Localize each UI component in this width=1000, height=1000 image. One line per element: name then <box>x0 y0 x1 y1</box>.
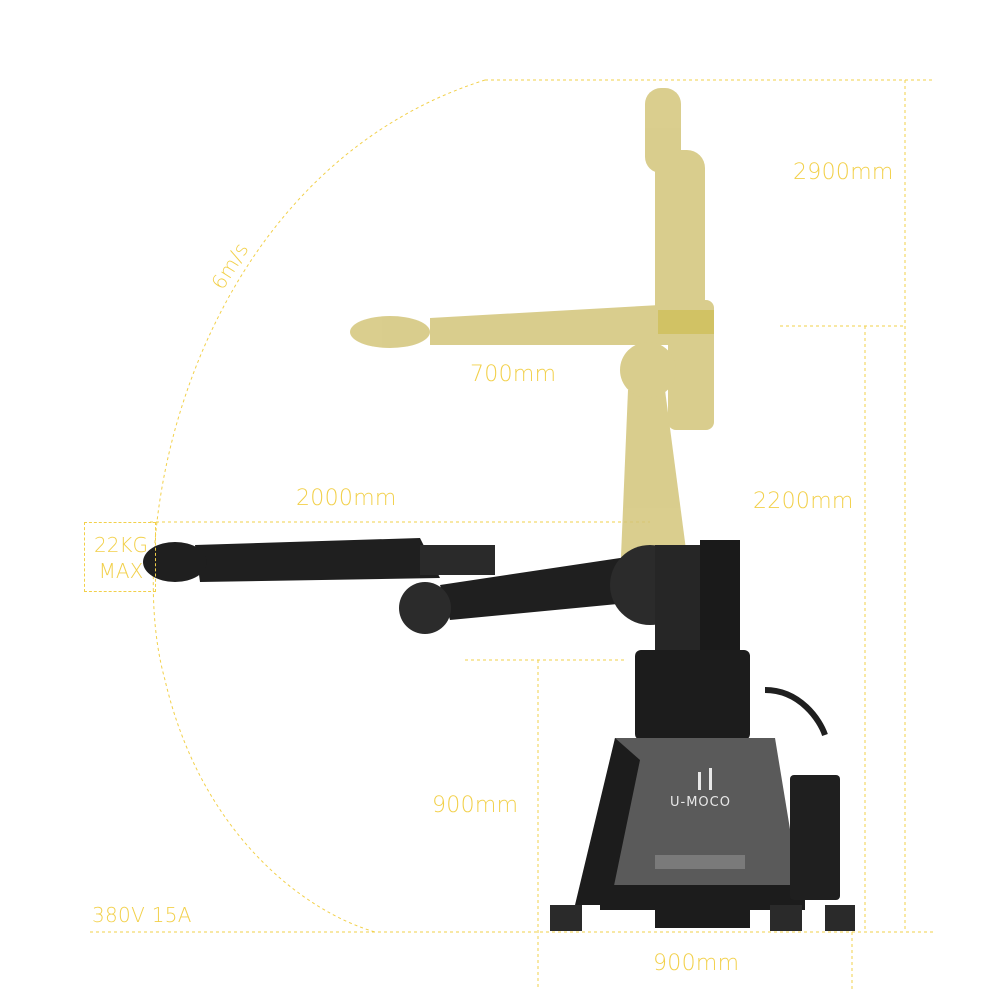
ghost-column <box>620 390 690 580</box>
elbow-joint <box>399 582 451 634</box>
payload-max: MAX <box>98 559 144 583</box>
reach-label: 2000mm <box>296 486 397 511</box>
base-width-label: 900mm <box>653 951 740 976</box>
column-height-label: 2200mm <box>753 489 854 514</box>
forearm <box>195 538 440 582</box>
brand-logo-mark <box>698 768 712 790</box>
payload-label: 22KG MAX <box>86 532 156 584</box>
control-box <box>790 775 840 900</box>
robot-main-pose <box>143 538 855 931</box>
base-drum <box>635 650 750 740</box>
brand-name: U-MOCO <box>670 795 731 810</box>
robot-ghost-pose <box>350 88 714 580</box>
pedestal-left-frame <box>575 738 640 905</box>
ghost-vertical-wrist <box>645 88 681 173</box>
base-height-label: 900mm <box>432 793 519 818</box>
power-label: 380V 15A <box>92 903 192 927</box>
ghost-horizontal-arm <box>430 305 670 345</box>
ghost-vertical-arm <box>655 150 705 340</box>
ghost-joint-band <box>658 310 714 334</box>
turret-cabinet <box>700 540 740 660</box>
payload-weight: 22KG <box>93 533 149 557</box>
foot-right <box>770 905 802 931</box>
total-height-label: 2900mm <box>793 160 894 185</box>
wrist <box>143 542 207 582</box>
upper-arm <box>440 555 660 620</box>
foot-left <box>550 905 582 931</box>
pedestal-plinth <box>655 908 750 928</box>
dimension-guides <box>90 79 935 990</box>
vent <box>655 855 745 869</box>
pedestal <box>590 738 800 890</box>
cable <box>764 687 828 737</box>
payload-box <box>84 522 156 592</box>
upper-arm-label: 700mm <box>470 362 557 387</box>
forearm-motor <box>420 545 495 575</box>
ghost-horizontal-wrist <box>350 316 430 348</box>
foot-rear <box>825 905 855 931</box>
ghost-elbow-joint <box>620 342 676 398</box>
